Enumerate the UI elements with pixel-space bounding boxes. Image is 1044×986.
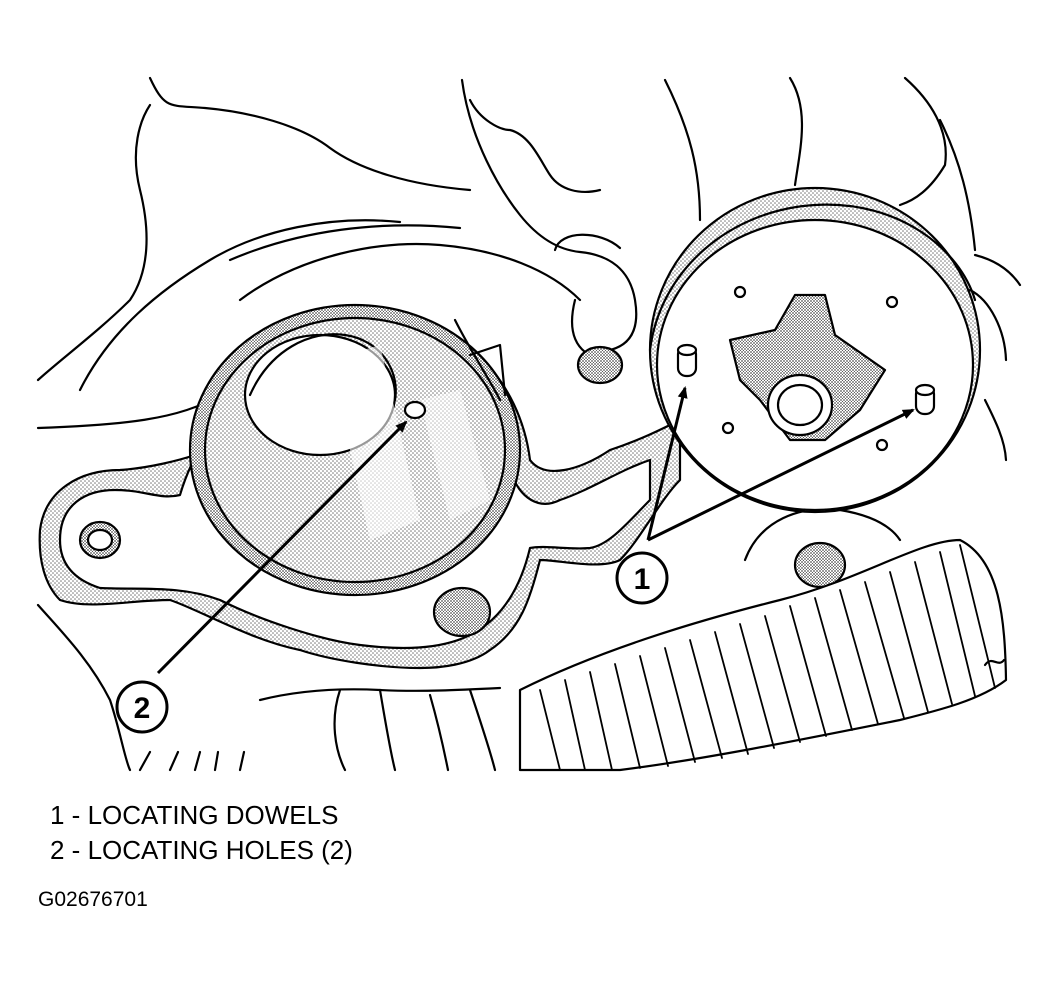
locating-hole	[403, 400, 427, 420]
callout-1-number: 1	[634, 563, 651, 596]
callout-2: 2	[115, 680, 169, 734]
hose	[518, 538, 1008, 772]
leader-1-right	[647, 408, 915, 542]
locating-dowel-right	[914, 383, 936, 416]
bolt-hole-upper	[576, 345, 624, 385]
bolt-hole-bottom	[432, 586, 492, 638]
legend-item-holes: 2 - LOCATING HOLES (2)	[50, 835, 353, 865]
legend: 1 - LOCATING DOWELS 2 - LOCATING HOLES (…	[50, 798, 353, 868]
technical-illustration: 1 2	[36, 76, 1022, 772]
callout-2-number: 2	[134, 692, 151, 725]
engine-contour-top	[148, 76, 472, 192]
bolt-hole-right	[793, 541, 847, 589]
leader-1-left	[646, 386, 688, 541]
legend-item-dowels: 1 - LOCATING DOWELS	[50, 800, 339, 830]
locating-dowel-left	[676, 343, 698, 378]
engine-contour-left	[36, 103, 152, 382]
figure-id: G02676701	[38, 888, 148, 911]
callout-1: 1	[615, 551, 669, 605]
leader-2	[156, 420, 408, 675]
